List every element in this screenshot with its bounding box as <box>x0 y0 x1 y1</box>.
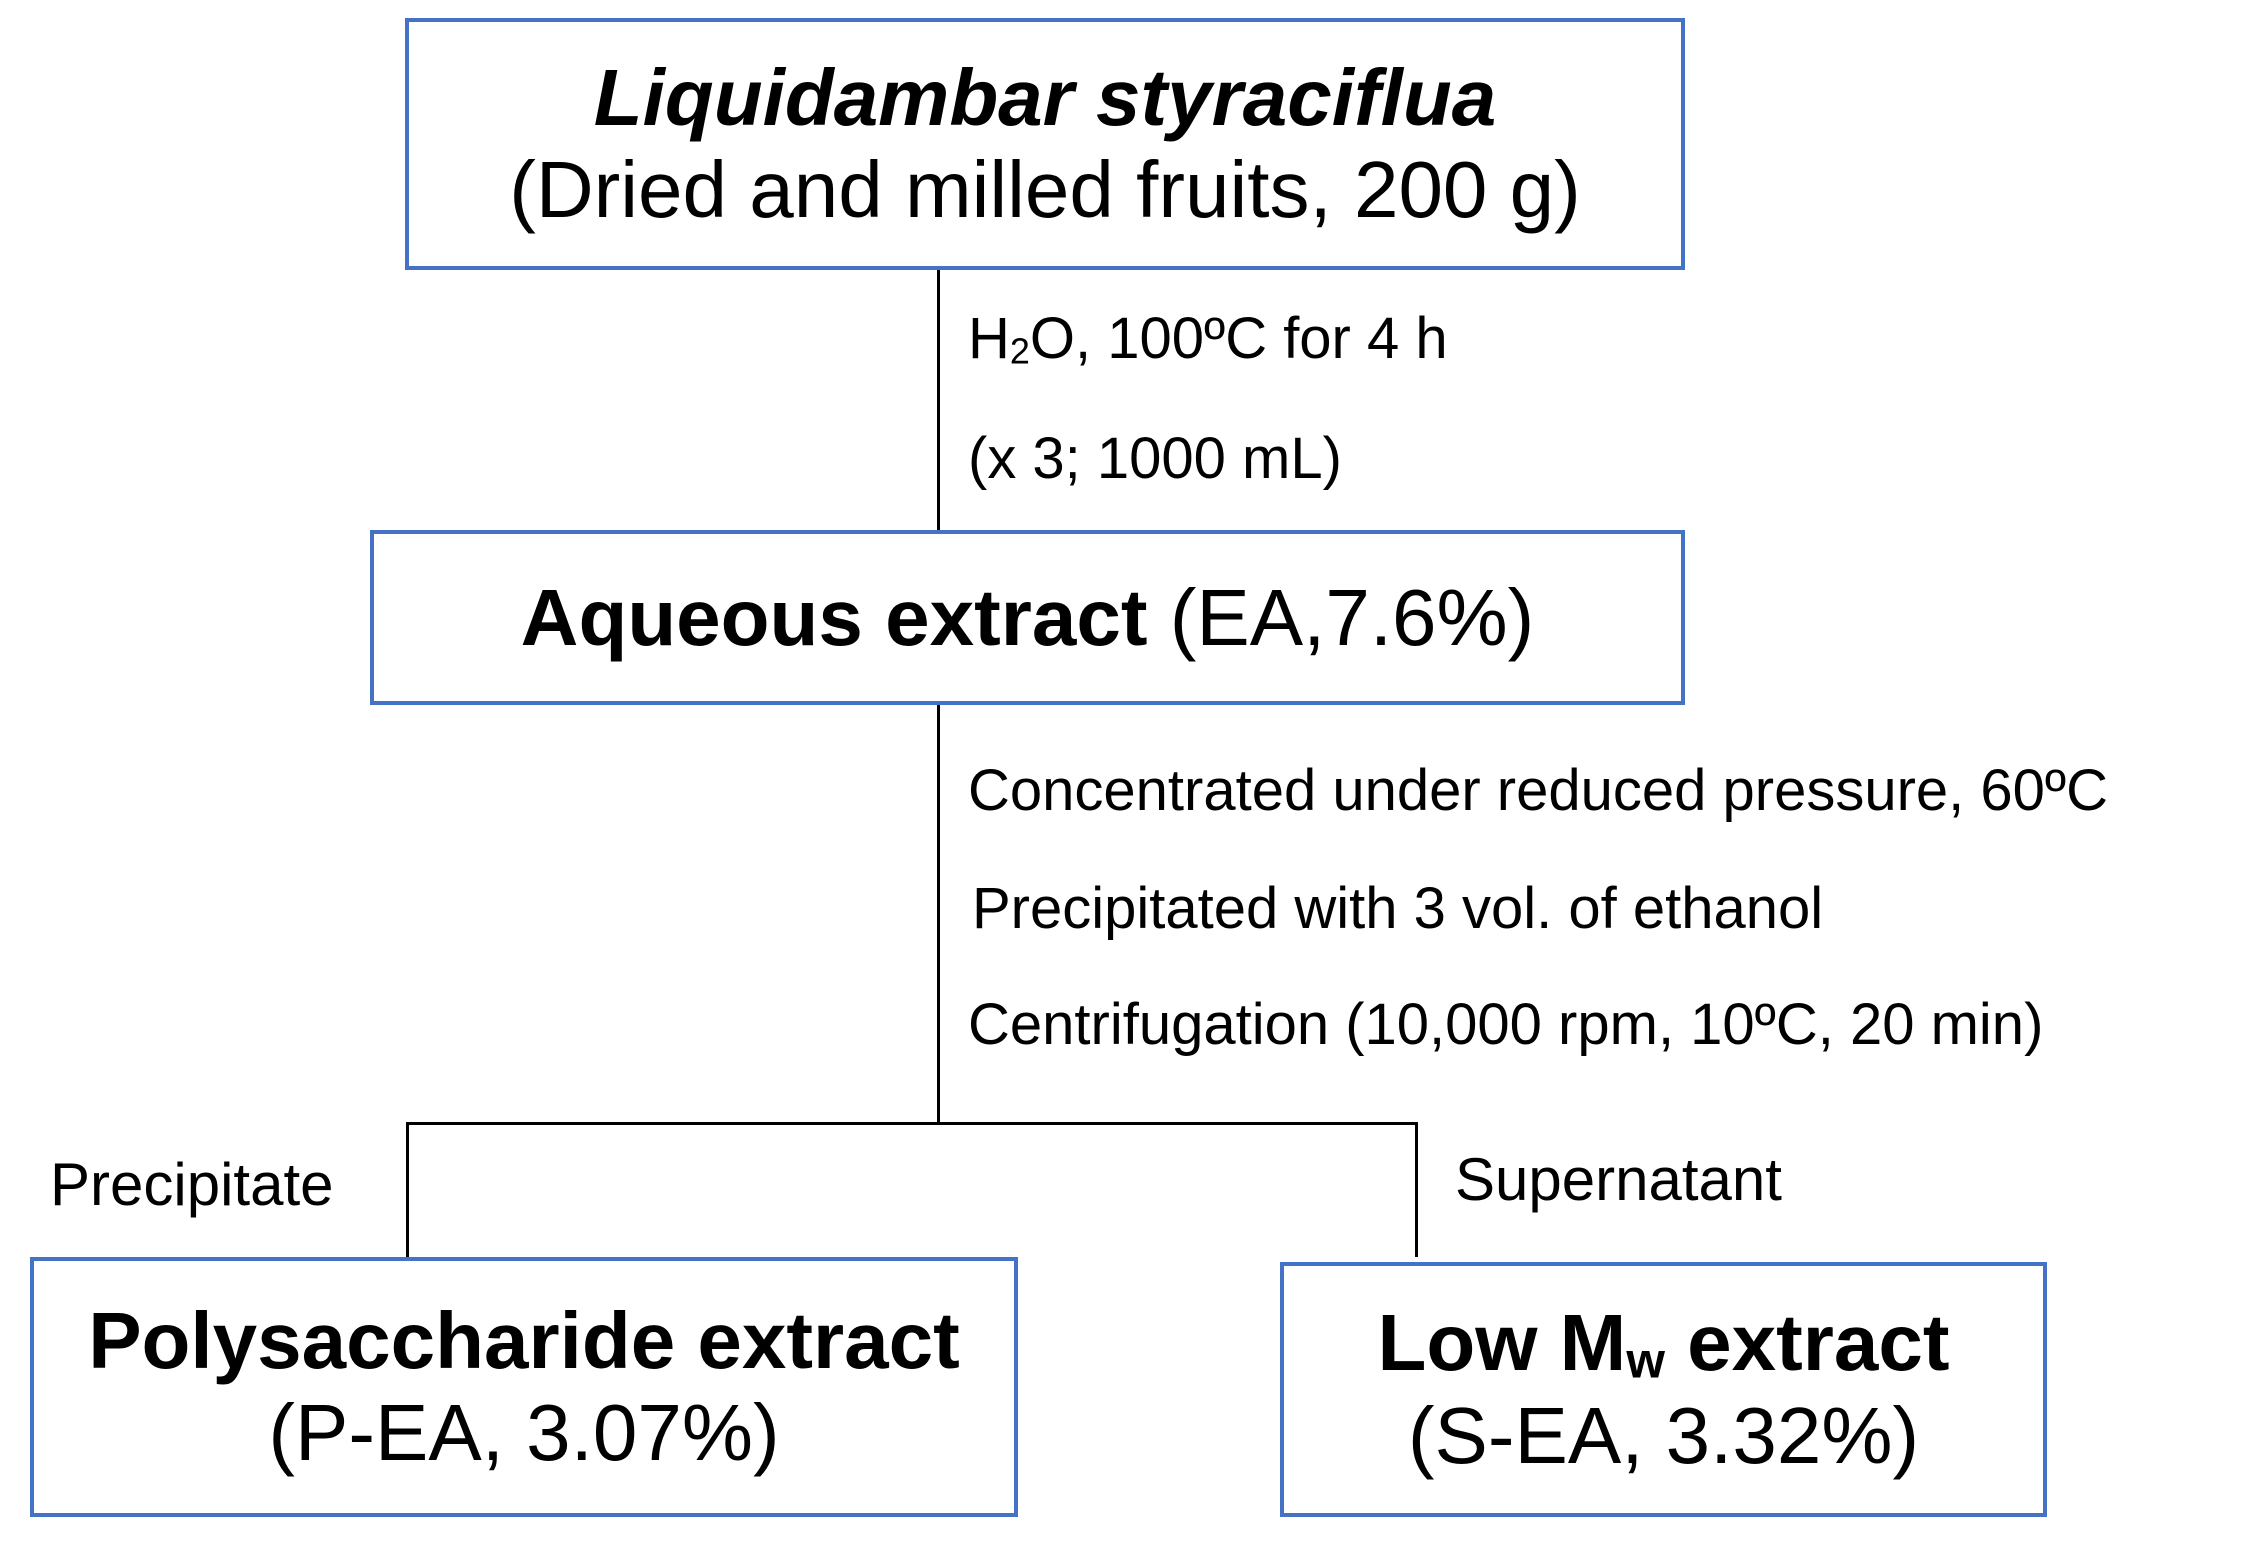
connector-split-to-low-mw <box>1415 1122 1418 1257</box>
low-mw-name-prefix: Low M <box>1377 1298 1627 1388</box>
aqueous-label: Aqueous extract (EA,7.6%) <box>521 572 1535 664</box>
separation-step-line-3: Centrifugation (10,000 rpm, 10ºC, 20 min… <box>968 992 2044 1057</box>
extraction-step-line-1-suffix: O, 100ºC for 4 h <box>1029 306 1448 371</box>
branch-label-precipitate: Precipitate <box>50 1151 334 1218</box>
connector-split-horizontal <box>406 1122 1418 1125</box>
low-mw-name-subscript: w <box>1626 1332 1665 1389</box>
aqueous-detail: (EA,7.6%) <box>1169 572 1535 662</box>
polysaccharide-name: Polysaccharide extract <box>88 1296 960 1385</box>
low-mw-detail: (S-EA, 3.32%) <box>1407 1390 1920 1480</box>
source-detail: (Dried and milled fruits, 200 g) <box>509 145 1581 234</box>
separation-step-line-1: Concentrated under reduced pressure, 60º… <box>968 758 2108 823</box>
extraction-step-line-1-subscript: 2 <box>1009 330 1030 372</box>
low-mw-name: Low Mw extract <box>1377 1297 1949 1389</box>
aqueous-name: Aqueous extract <box>520 572 1148 662</box>
connector-source-to-aqueous <box>937 270 940 530</box>
connector-split-to-polysaccharide <box>406 1122 409 1257</box>
source-node: Liquidambar styraciflua (Dried and mille… <box>405 18 1685 270</box>
polysaccharide-detail: (P-EA, 3.07%) <box>268 1388 780 1477</box>
extraction-step-line-1-prefix: H <box>968 306 1010 371</box>
polysaccharide-node: Polysaccharide extract (P-EA, 3.07%) <box>30 1257 1018 1517</box>
extraction-step-line-1: H2O, 100ºC for 4 h <box>968 310 1448 369</box>
aqueous-node: Aqueous extract (EA,7.6%) <box>370 530 1685 705</box>
branch-label-supernatant: Supernatant <box>1455 1146 1782 1213</box>
separation-step-line-2: Precipitated with 3 vol. of ethanol <box>972 876 1824 941</box>
low-mw-name-suffix: extract <box>1664 1298 1950 1388</box>
low-mw-node: Low Mw extract (S-EA, 3.32%) <box>1280 1262 2047 1517</box>
connector-aqueous-to-split <box>937 705 940 1125</box>
extraction-step-line-2: (x 3; 1000 mL) <box>968 426 1342 491</box>
source-name: Liquidambar styraciflua <box>593 53 1497 142</box>
